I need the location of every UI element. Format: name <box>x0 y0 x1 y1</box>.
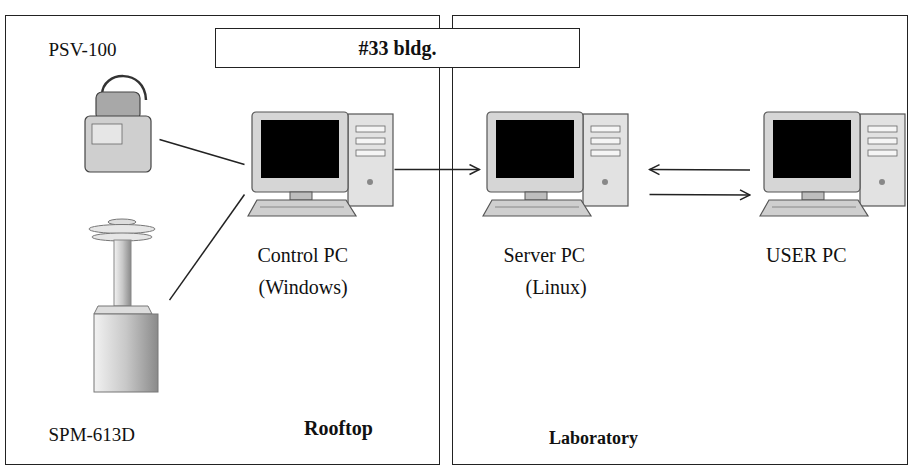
spm-613d-icon <box>89 219 158 392</box>
node-label: (Windows) <box>259 275 348 299</box>
pc-node: Control PC (Windows) <box>245 110 395 310</box>
connector <box>395 169 480 171</box>
node-label: Control PC <box>258 243 349 267</box>
node-label: #33 bldg. <box>359 36 437 60</box>
connector <box>650 194 751 196</box>
region-box: Rooftop PSV-100Control PC (Windows) SPM-613… <box>5 15 440 465</box>
node-label: SPM-613D <box>49 424 136 447</box>
node-label: Rooftop <box>304 416 373 440</box>
connector <box>170 195 245 301</box>
control-pc-icon <box>248 112 393 216</box>
device-node: PSV-100 <box>45 35 160 175</box>
connector <box>650 169 751 171</box>
psv-100-icon <box>85 76 151 172</box>
user-pc-icon <box>760 112 905 216</box>
pc-node: USER PC <box>750 110 918 280</box>
server-pc-icon <box>483 112 628 216</box>
connector <box>160 140 245 165</box>
node-label: PSV-100 <box>49 39 117 62</box>
node-label: Laboratory <box>549 428 638 450</box>
node-label: USER PC <box>766 243 847 267</box>
node-label: Server PC <box>504 243 586 267</box>
region-box: Laboratory Server PC (Linux) <box>452 15 908 465</box>
building-box: #33 bldg. <box>215 28 580 68</box>
pc-node: Server PC (Linux) <box>480 110 650 310</box>
device-node: SPM-613D <box>45 210 170 455</box>
node-label: (Linux) <box>526 275 587 299</box>
